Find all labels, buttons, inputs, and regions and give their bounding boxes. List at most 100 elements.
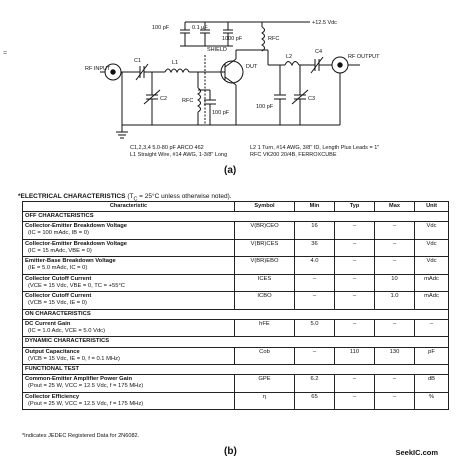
margin-mark: =: [3, 50, 8, 57]
parameter-name: Common-Emitter Amplifier Power Gain: [25, 376, 133, 383]
section-header-row: ON CHARACTERISTICS: [22, 308, 449, 320]
table-header-row: Characteristic Symbol Min Typ Max Unit: [22, 201, 449, 212]
table-title: *ELECTRICAL CHARACTERISTICS (TC = 25°C u…: [18, 193, 232, 202]
min-cell: 36: [294, 238, 335, 258]
l2-label: L2: [286, 54, 292, 60]
rf-output-label: RF OUTPUT: [348, 54, 380, 60]
table-row: Collector Efficiency(Pout = 25 W, VCC = …: [22, 391, 449, 411]
unit-cell: mAdc: [414, 291, 449, 310]
section-title: DYNAMIC CHARACTERISTICS: [22, 336, 449, 348]
dut-label: DUT: [246, 64, 258, 70]
cap-top2-label: 0.1 µF: [192, 25, 208, 31]
section-header-row: FUNCTIONAL TEST: [22, 363, 449, 376]
max-cell: –: [374, 318, 415, 338]
min-cell: 6.2: [294, 374, 335, 393]
col-min: Min: [294, 201, 335, 212]
c2-label: C2: [160, 96, 167, 102]
max-cell: –: [374, 256, 415, 275]
symbol-cell: ICBO: [234, 291, 295, 310]
table-row: Collector-Emitter Breakdown Voltage(IC =…: [22, 221, 449, 240]
col-typ: Typ: [334, 201, 375, 212]
max-cell: 1.0: [374, 291, 415, 310]
symbol-cell: V(BR)CEO: [234, 221, 295, 240]
parameter-name: Collector Cutoff Current: [25, 293, 92, 300]
max-cell: –: [374, 238, 415, 258]
parameter-name: Collector-Emitter Breakdown Voltage: [25, 223, 128, 230]
unit-cell: Vdc: [414, 238, 449, 258]
c4-label: C4: [315, 49, 322, 55]
characteristic-cell: Collector Cutoff Current(VCE = 15 Vdc, V…: [22, 273, 235, 293]
cap-out1-label: 100 pF: [256, 104, 274, 110]
c1-label: C1: [134, 58, 141, 64]
typ-cell: –: [334, 221, 375, 240]
parameter-name: Emitter-Base Breakdown Voltage: [25, 258, 116, 265]
table-row: DC Current Gain(IC = 1.0 Adc, VCE = 5.0 …: [22, 318, 449, 338]
characteristic-cell: Collector-Emitter Breakdown Voltage(IC =…: [22, 238, 235, 258]
test-condition: (VCB = 15 Vdc, IE = 0, f = 0.1 MHz): [28, 355, 120, 362]
table-row: Output Capacitance(VCB = 15 Vdc, IE = 0,…: [22, 346, 449, 365]
cap-top1-label: 100 pF: [152, 25, 170, 31]
typ-cell: –: [334, 318, 375, 338]
max-cell: –: [374, 374, 415, 393]
symbol-cell: Cob: [234, 346, 295, 365]
typ-cell: –: [334, 291, 375, 310]
typ-cell: 110: [334, 346, 375, 365]
unit-cell: %: [414, 391, 449, 411]
parameter-name: DC Current Gain: [25, 320, 71, 327]
note-c: C1,2,3,4 5.0-80 pF ARCO 462: [130, 145, 204, 151]
col-characteristic: Characteristic: [22, 201, 235, 212]
unit-cell: Vdc: [414, 256, 449, 275]
footnote: *Indicates JEDEC Registered Data for 2N6…: [22, 433, 140, 439]
symbol-cell: η: [234, 391, 295, 411]
note-rfc: RFC VK200 20/4B, FERROXCUBE: [250, 152, 337, 158]
test-condition: (IC = 100 mAdc, IB = 0): [28, 230, 89, 237]
test-condition: (VCE = 15 Vdc, VBE = 0, TC = +55°C: [28, 282, 125, 289]
min-cell: –: [294, 291, 335, 310]
section-title: ON CHARACTERISTICS: [22, 308, 449, 320]
col-unit: Unit: [414, 201, 449, 212]
test-condition: (IC = 1.0 Adc, VCE = 5.0 Vdc): [28, 328, 106, 335]
table-row: Collector Cutoff Current(VCB = 15 Vdc, I…: [22, 291, 449, 310]
rf-input-label: RF INPUT: [85, 66, 111, 72]
test-condition: (IE = 5.0 mAdc, IC = 0): [28, 265, 88, 272]
symbol-cell: V(BR)CES: [234, 238, 295, 258]
typ-cell: –: [334, 256, 375, 275]
note-l1: L1 Straight Wire, #14 AWG, 1-3/8" Long: [130, 152, 227, 158]
table-title-text: *ELECTRICAL CHARACTERISTICS: [18, 193, 126, 200]
min-cell: 16: [294, 221, 335, 240]
parameter-name: Collector Efficiency: [25, 393, 80, 400]
min-cell: –: [294, 346, 335, 365]
max-cell: –: [374, 391, 415, 411]
unit-cell: –: [414, 318, 449, 338]
max-cell: –: [374, 221, 415, 240]
section-title: OFF CHARACTERISTICS: [22, 210, 449, 223]
symbol-cell: GPE: [234, 374, 295, 393]
watermark: SeekIC.com: [395, 448, 438, 457]
test-condition: (VCB = 15 Vdc, IE = 0): [28, 300, 87, 307]
caption-b: (b): [224, 446, 237, 457]
table-title-cond: (TC = 25°C unless otherwise noted).: [127, 193, 232, 203]
col-max: Max: [374, 201, 415, 212]
table-row: Collector Cutoff Current(VCE = 15 Vdc, V…: [22, 273, 449, 293]
parameter-name: Collector Cutoff Current: [25, 275, 92, 282]
symbol-cell: ICES: [234, 273, 295, 293]
unit-cell: dB: [414, 374, 449, 393]
characteristic-cell: Collector-Emitter Breakdown Voltage(IC =…: [22, 221, 235, 240]
rfc-bias-label: RFC: [182, 98, 193, 104]
table-row: Collector-Emitter Breakdown Voltage(IC =…: [22, 238, 449, 258]
characteristic-cell: DC Current Gain(IC = 1.0 Adc, VCE = 5.0 …: [22, 318, 235, 338]
typ-cell: –: [334, 391, 375, 411]
test-condition: (IC = 15 mAdc, VBE = 0): [28, 247, 92, 254]
typ-cell: –: [334, 238, 375, 258]
symbol-cell: V(BR)EBO: [234, 256, 295, 275]
parameter-name: Output Capacitance: [25, 348, 80, 355]
symbol-cell: hFE: [234, 318, 295, 338]
section-header-row: DYNAMIC CHARACTERISTICS: [22, 336, 449, 348]
unit-cell: pF: [414, 346, 449, 365]
typ-cell: –: [334, 374, 375, 393]
caption-a: (a): [224, 165, 237, 176]
min-cell: 65: [294, 391, 335, 411]
test-condition: (Pout = 25 W, VCC = 12.5 Vdc, f = 175 MH…: [28, 383, 144, 390]
characteristic-cell: Output Capacitance(VCB = 15 Vdc, IE = 0,…: [22, 346, 235, 365]
section-header-row: OFF CHARACTERISTICS: [22, 210, 449, 223]
